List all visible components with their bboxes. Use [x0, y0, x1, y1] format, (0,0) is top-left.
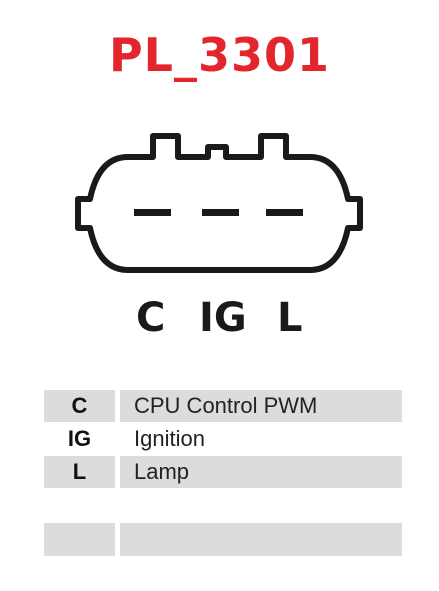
empty-cell [44, 523, 115, 556]
pin-label-l: L [277, 295, 303, 341]
table-row: IG Ignition [44, 423, 402, 455]
pin-code: C [44, 390, 115, 422]
pin-slot-l [266, 209, 303, 216]
pin-labels: C IG L [0, 293, 439, 343]
empty-cell [120, 523, 402, 556]
pin-code: IG [67, 426, 92, 451]
pin-label-c: C [136, 295, 166, 341]
pin-description: Ignition [134, 426, 205, 451]
part-number-title: PL_3301 [108, 28, 331, 82]
table-row: L Lamp [44, 456, 402, 488]
empty-table-row [44, 523, 402, 556]
pin-label-ig: IG [199, 295, 247, 341]
pin-slot-ig [202, 209, 239, 216]
connector-housing-outline [75, 133, 363, 273]
connector-diagram [75, 133, 363, 273]
pin-slot-c [134, 209, 171, 216]
pin-assignment-table: C CPU Control PWM IG Ignition L Lamp [44, 390, 402, 489]
pin-description: Lamp [120, 456, 402, 488]
pin-description: CPU Control PWM [120, 390, 402, 422]
pin-code: L [44, 456, 115, 488]
table-row: C CPU Control PWM [44, 390, 402, 422]
